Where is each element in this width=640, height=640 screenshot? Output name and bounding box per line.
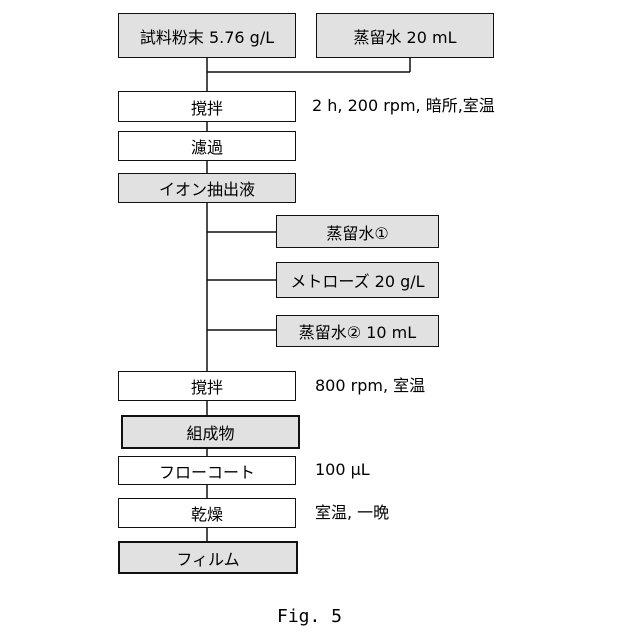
distilled-water-label: 蒸留水 20 mL [353,24,456,48]
drying-conditions: 室温, 一晩 [315,503,389,523]
metolose-box: メトローズ 20 g/L [276,262,439,298]
stir-box-2: 撹拌 [118,371,296,401]
sample-powder-box: 試料粉末 5.76 g/L [118,13,296,58]
distilled-water-2-label: 蒸留水② 10 mL [299,319,416,343]
filtration-label: 濾過 [191,134,223,158]
drying-label: 乾燥 [191,501,223,525]
stir-conditions-2: 800 rpm, 室温 [315,376,425,396]
figure-caption: Fig. 5 [277,606,342,627]
distilled-water-box: 蒸留水 20 mL [316,13,494,58]
stir-label-1: 撹拌 [191,95,223,119]
flow-coat-label: フローコート [159,459,255,483]
distilled-water-1-label: 蒸留水① [326,220,388,244]
distilled-water-2-box: 蒸留水② 10 mL [276,315,439,347]
flow-coat-box: フローコート [118,456,296,485]
film-box: フィルム [118,541,298,574]
composition-box: 組成物 [121,415,300,449]
filtration-box: 濾過 [118,131,296,161]
sample-powder-label: 試料粉末 5.76 g/L [140,24,274,48]
stir-box-1: 撹拌 [118,91,296,122]
composition-label: 組成物 [186,420,234,444]
ion-extract-box: イオン抽出液 [118,173,296,203]
stir-label-2: 撹拌 [191,374,223,398]
ion-extract-label: イオン抽出液 [159,176,255,200]
metolose-label: メトローズ 20 g/L [290,268,424,292]
flow-coat-volume: 100 μL [315,460,370,480]
distilled-water-1-box: 蒸留水① [276,215,439,248]
stir-conditions-1: 2 h, 200 rpm, 暗所,室温 [312,96,495,116]
drying-box: 乾燥 [118,498,296,528]
film-label: フィルム [176,546,239,570]
